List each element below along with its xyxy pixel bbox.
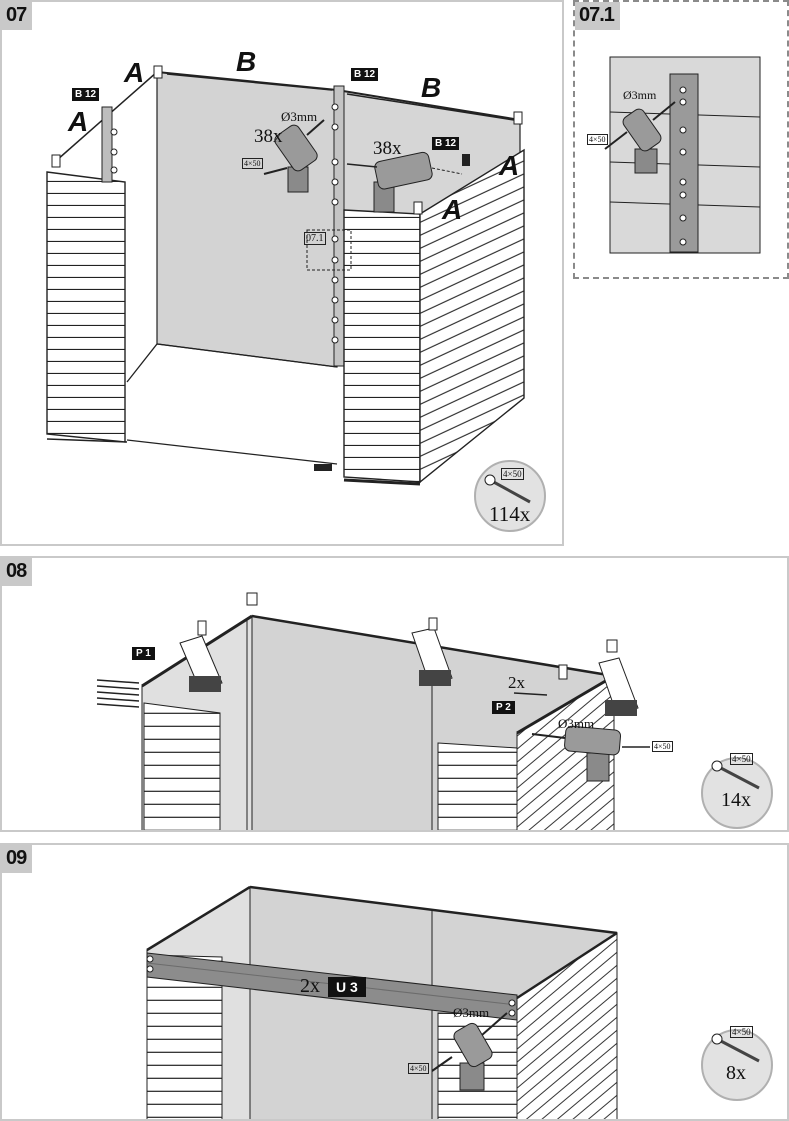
step-08-panel: 08 [0, 556, 789, 832]
fastener-badge-size: 4×50 [501, 468, 524, 480]
label-b12-3: B 12 [432, 137, 460, 150]
step-09-badge-size: 4×50 [730, 1026, 753, 1038]
step-09-drill-size-label: Ø3mm [453, 1005, 490, 1020]
step-09-panel: 09 2x U 3 Ø3mm 4×50 [0, 843, 789, 1121]
label-u3: U 3 [328, 977, 366, 997]
qty-label-left: 38x [254, 126, 283, 147]
step-08-drill-size-label: Ø3mm [558, 716, 595, 731]
detail-ref-label: 07.1 [304, 232, 326, 245]
drill-size-label: Ø3mm [281, 109, 318, 124]
label-b12-2: B 12 [351, 68, 379, 81]
step-08-badge-size: 4×50 [730, 753, 753, 765]
step-09-screw-size-label: 4×50 [408, 1063, 429, 1074]
step-07-drill-left [274, 119, 325, 193]
step-09-illustration [146, 885, 773, 1119]
label-a-3: A [499, 150, 520, 181]
label-b-1: B [236, 46, 257, 77]
step-09-qty-label: 2x [300, 975, 320, 997]
screw-size-label: 4×50 [242, 158, 263, 169]
step-08-badge-qty: 14x [721, 789, 751, 811]
step-07-illustration [46, 65, 546, 532]
step-07-1-panel: 07.1 Ø3mm 4×50 [573, 0, 789, 279]
label-b-2: B [421, 72, 442, 103]
step-07-drill-right [346, 151, 463, 213]
step-07-1-number: 07.1 [575, 2, 620, 30]
label-p2: P 2 [492, 701, 515, 714]
step-08-illustration [96, 592, 773, 830]
step-08-qty-label: 2x [508, 673, 525, 692]
step-09-badge-qty: 8x [726, 1062, 746, 1084]
detail-screw-size-label: 4×50 [587, 134, 608, 145]
label-b12-1: B 12 [72, 88, 100, 101]
label-a-2: A [68, 106, 89, 137]
label-a-1: A [124, 57, 145, 88]
step-07-1-illustration [604, 56, 761, 254]
step-08-number: 08 [2, 558, 33, 586]
step-08-screw-size-label: 4×50 [652, 741, 673, 752]
fastener-badge-qty: 114x [489, 502, 531, 526]
detail-drill-size-label: Ø3mm [623, 88, 657, 102]
step-07-panel: 07 [0, 0, 564, 546]
step-07-number: 07 [2, 2, 33, 30]
step-09-number: 09 [2, 845, 33, 873]
qty-label-right: 38x [373, 138, 402, 159]
label-a-4: A [442, 194, 463, 225]
label-p1: P 1 [132, 647, 155, 660]
